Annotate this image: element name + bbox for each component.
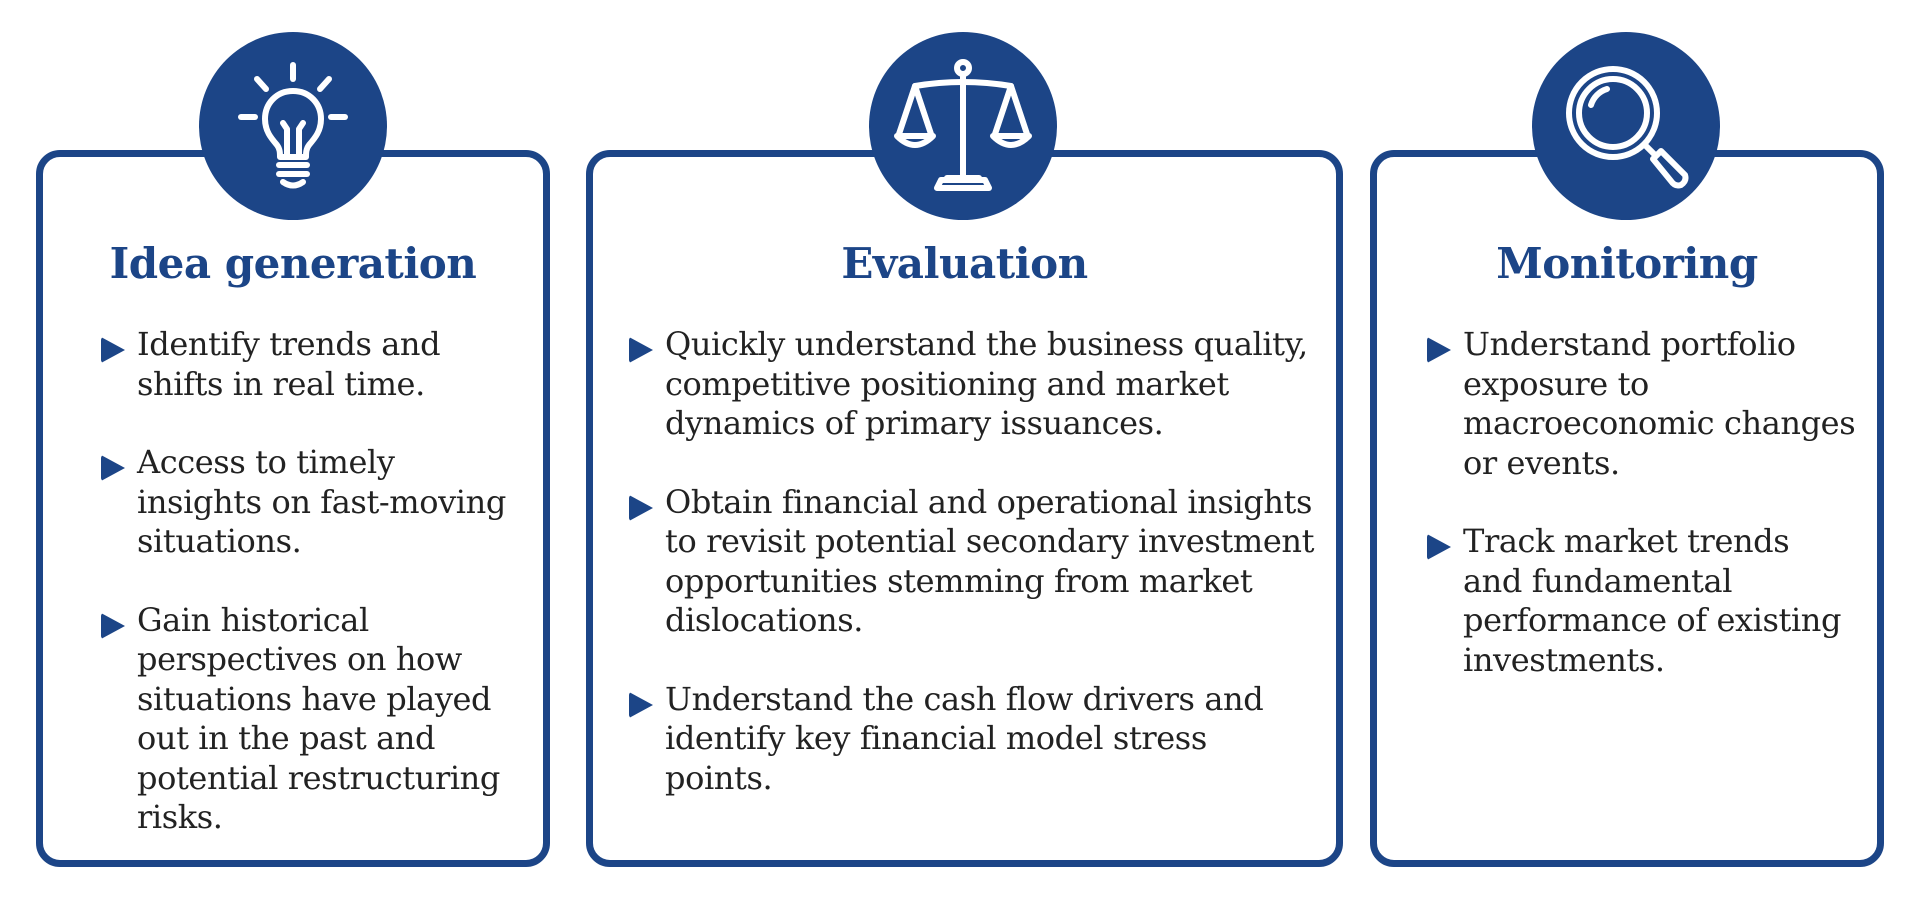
bullet-text: Understand portfolio exposure to macroec… bbox=[1463, 325, 1856, 482]
idea-generation-card: Idea generation Identify trends and shif… bbox=[36, 150, 550, 867]
arrow-bullet-icon bbox=[101, 455, 125, 481]
arrow-bullet-icon bbox=[101, 612, 125, 639]
card-title: Monitoring bbox=[1496, 239, 1758, 288]
bullet-text: Obtain financial and operational insight… bbox=[665, 482, 1315, 640]
list-item: Quickly understand the business quality,… bbox=[629, 325, 1316, 444]
list-item: Understand the cash flow drivers and ide… bbox=[629, 680, 1316, 799]
idea-generation-badge bbox=[199, 32, 387, 220]
bullet-text: Track market trends and fundamental perf… bbox=[1463, 522, 1842, 679]
bullet-list: Identify trends and shifts in real time.… bbox=[101, 325, 523, 877]
bullet-text: Quickly understand the business quality,… bbox=[665, 325, 1308, 442]
lightbulb-icon bbox=[238, 62, 348, 189]
bullet-text: Gain historical perspectives on how situ… bbox=[137, 600, 500, 837]
list-item: Access to timely insights on fast-moving… bbox=[101, 443, 523, 562]
evaluation-card: Evaluation Quickly understand the busine… bbox=[586, 150, 1343, 867]
monitoring-card: Monitoring Understand portfolio exposure… bbox=[1370, 150, 1884, 867]
card-title: Idea generation bbox=[109, 239, 477, 288]
arrow-bullet-icon bbox=[629, 691, 653, 718]
list-item: Identify trends and shifts in real time. bbox=[101, 325, 523, 404]
evaluation-badge bbox=[869, 32, 1057, 220]
arrow-bullet-icon bbox=[101, 337, 125, 363]
monitoring-badge bbox=[1532, 32, 1720, 220]
arrow-bullet-icon bbox=[1427, 337, 1451, 363]
bullet-list: Quickly understand the business quality,… bbox=[629, 325, 1316, 837]
bullet-text: Understand the cash flow drivers and ide… bbox=[665, 679, 1264, 797]
card-title: Evaluation bbox=[841, 239, 1088, 288]
bullet-text: Access to timely insights on fast-moving… bbox=[137, 443, 506, 560]
arrow-bullet-icon bbox=[1427, 534, 1451, 560]
arrow-bullet-icon bbox=[629, 494, 653, 521]
list-item: Understand portfolio exposure to macroec… bbox=[1427, 325, 1857, 483]
arrow-bullet-icon bbox=[629, 337, 653, 363]
list-item: Gain historical perspectives on how situ… bbox=[101, 601, 523, 838]
magnifying-glass-icon bbox=[1566, 66, 1689, 189]
list-item: Track market trends and fundamental perf… bbox=[1427, 522, 1857, 680]
bullet-text: Identify trends and shifts in real time. bbox=[137, 325, 441, 403]
balance-scale-icon bbox=[894, 59, 1032, 191]
list-item: Obtain financial and operational insight… bbox=[629, 483, 1316, 641]
bullet-list: Understand portfolio exposure to macroec… bbox=[1427, 325, 1857, 719]
